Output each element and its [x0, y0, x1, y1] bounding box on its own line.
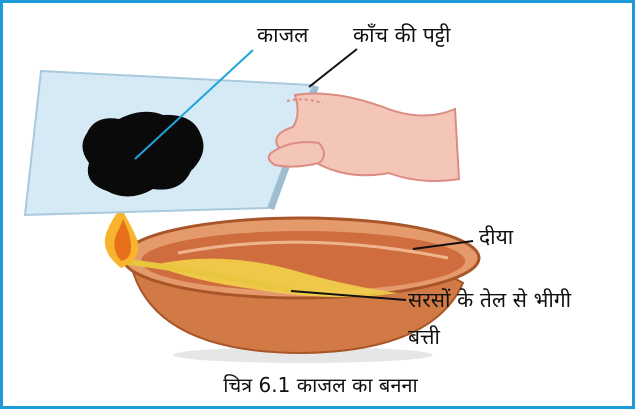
experiment-illustration — [3, 3, 635, 412]
figure-caption: चित्र 6.1 काजल का बनना — [3, 375, 635, 395]
pointer-line-glass — [309, 49, 357, 87]
label-wick-line2: बत्ती — [408, 327, 440, 348]
label-glass-strip: काँच की पट्टी — [353, 25, 450, 46]
label-diya: दीया — [479, 227, 513, 248]
label-kajal: काजल — [257, 25, 308, 46]
hand — [269, 94, 459, 182]
label-wick-line1: सरसों के तेल से भीगी — [408, 290, 571, 311]
